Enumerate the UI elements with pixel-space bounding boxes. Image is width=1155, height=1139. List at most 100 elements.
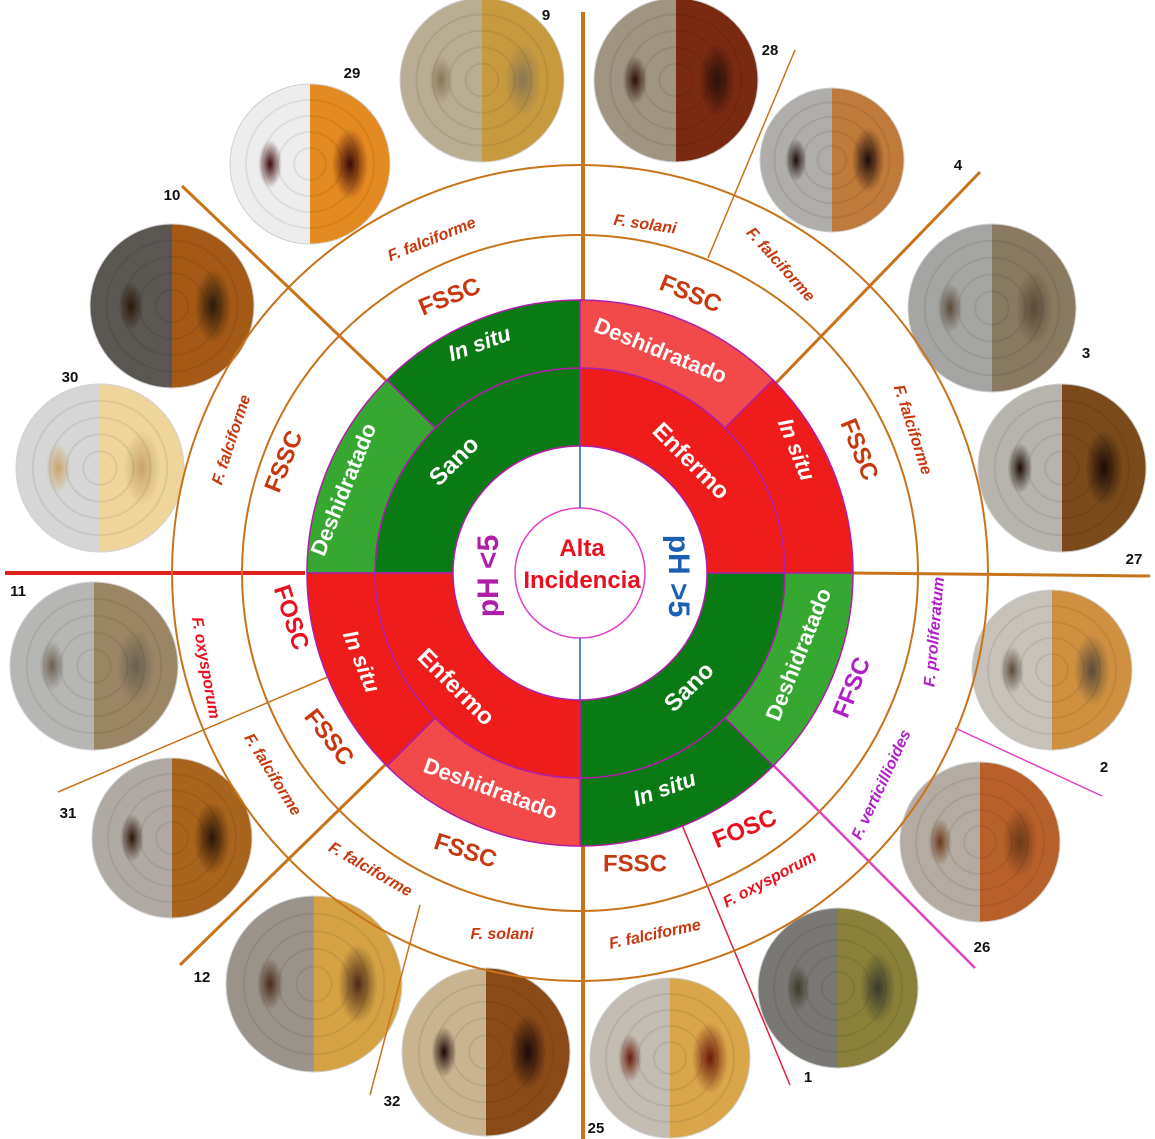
plate-growth-ring	[139, 805, 205, 871]
complex-label-fssc: FSSC	[656, 269, 725, 318]
plate-reverse-half	[1052, 590, 1132, 750]
ph-high-label: pH >5	[662, 535, 695, 618]
plate-growth-ring	[940, 256, 1044, 360]
complex-label-fssc: FSSC	[415, 272, 484, 321]
plate-rim	[757, 907, 919, 1069]
plate-reverse-half	[94, 582, 178, 750]
plate-growth-ring	[42, 614, 146, 718]
plate-reverse-half	[100, 384, 184, 552]
species-label: F. falciforme	[608, 917, 703, 953]
plate-growth-ring	[415, 13, 549, 147]
plate-growth-ring	[637, 1025, 703, 1091]
radial-divider-line	[707, 49, 796, 259]
plate-rim	[9, 581, 179, 751]
plate-rim	[225, 895, 403, 1073]
isolate-plate-30	[15, 383, 185, 553]
radial-divider-line	[178, 760, 390, 967]
plate-obverse-half	[230, 84, 310, 244]
isolate-plates	[9, 0, 1147, 1139]
isolate-plate-11	[9, 581, 179, 751]
complex-label-fssc: FSSC	[431, 828, 500, 873]
plate-growth-ring	[1003, 621, 1101, 719]
species-label: F. proliferatum	[921, 576, 948, 687]
plate-growth-ring	[260, 930, 368, 1038]
isolate-plate-28	[593, 0, 759, 163]
plate-growth-ring	[295, 965, 333, 1003]
plate-growth-ring	[105, 239, 239, 373]
outer-sector-in-situ	[306, 572, 437, 768]
plate-rim	[401, 967, 571, 1137]
plate-growth-ring	[76, 648, 112, 684]
isolate-number-3: 3	[1082, 345, 1090, 362]
complex-label-fssc: FSSC	[259, 427, 308, 496]
plate-growth-ring	[138, 272, 206, 340]
isolate-number-12: 12	[194, 969, 211, 986]
isolate-plate-4	[759, 87, 905, 233]
plate-growth-ring	[121, 255, 223, 357]
species-label: F. falciforme	[743, 224, 818, 305]
isolate-number-26: 26	[974, 939, 991, 956]
ph-low-label: pH <5	[472, 535, 505, 618]
plate-obverse-half	[594, 0, 676, 162]
plate-growth-ring	[931, 793, 1029, 891]
isolate-plate-10	[89, 223, 255, 389]
isolate-plate-25	[589, 977, 751, 1139]
radial-divider-line	[849, 571, 1151, 578]
plate-growth-ring	[245, 99, 375, 229]
radial-divider-line	[769, 761, 976, 969]
plate-growth-ring	[107, 773, 237, 903]
plate-rim	[89, 223, 255, 389]
isolate-number-29: 29	[344, 65, 361, 82]
isolate-plate-12	[225, 895, 403, 1073]
plate-rim	[977, 383, 1147, 553]
plate-reverse-half	[1062, 384, 1146, 552]
plate-reverse-half	[172, 758, 252, 918]
plate-rim	[593, 0, 759, 163]
plate-growth-ring	[417, 983, 555, 1121]
species-label: F. falciforme	[209, 393, 254, 487]
plate-growth-ring	[1019, 637, 1085, 703]
plate-growth-ring	[1035, 653, 1069, 687]
plate-growth-ring	[154, 288, 190, 324]
plate-growth-ring	[642, 46, 710, 114]
plate-growth-ring	[123, 789, 221, 887]
plate-growth-ring	[789, 939, 887, 1037]
isolate-number-1: 1	[804, 1069, 812, 1086]
plate-growth-ring	[31, 399, 169, 537]
species-label: F. solani	[470, 926, 534, 943]
plate-obverse-half	[590, 978, 670, 1138]
isolate-plate-29	[229, 83, 391, 245]
isolate-number-9: 9	[542, 7, 550, 24]
isolate-number-2: 2	[1100, 759, 1108, 776]
plate-growth-ring	[915, 777, 1045, 907]
isolate-number-28: 28	[762, 42, 779, 59]
plate-growth-ring	[787, 115, 877, 205]
isolate-number-11: 11	[10, 583, 26, 600]
plate-growth-ring	[82, 450, 118, 486]
radial-divider-line	[369, 904, 421, 1096]
plate-growth-ring	[261, 115, 359, 213]
classification-ring	[241, 234, 919, 912]
plate-reverse-half	[482, 0, 564, 162]
plate-obverse-half	[978, 384, 1062, 552]
species-label: F. falciforme	[385, 214, 478, 265]
plate-reverse-half	[676, 0, 758, 162]
plate-growth-ring	[605, 993, 735, 1123]
plate-obverse-half	[226, 896, 314, 1072]
isolate-plate-1	[757, 907, 919, 1069]
plate-growth-ring	[805, 955, 871, 1021]
plate-growth-ring	[773, 101, 891, 219]
plate-obverse-half	[972, 590, 1052, 750]
plate-reverse-half	[172, 224, 254, 388]
plate-growth-ring	[293, 147, 327, 181]
plate-reverse-half	[670, 978, 750, 1138]
radial-divider-line	[57, 675, 331, 793]
radial-divider-line	[180, 184, 392, 386]
isolate-plate-26	[899, 761, 1061, 923]
center-label-line2: Incidencia	[523, 567, 641, 594]
plate-growth-ring	[993, 399, 1131, 537]
plate-rim	[907, 223, 1077, 393]
plate-growth-ring	[48, 416, 152, 520]
isolate-plate-9	[399, 0, 565, 163]
plate-growth-ring	[802, 130, 862, 190]
